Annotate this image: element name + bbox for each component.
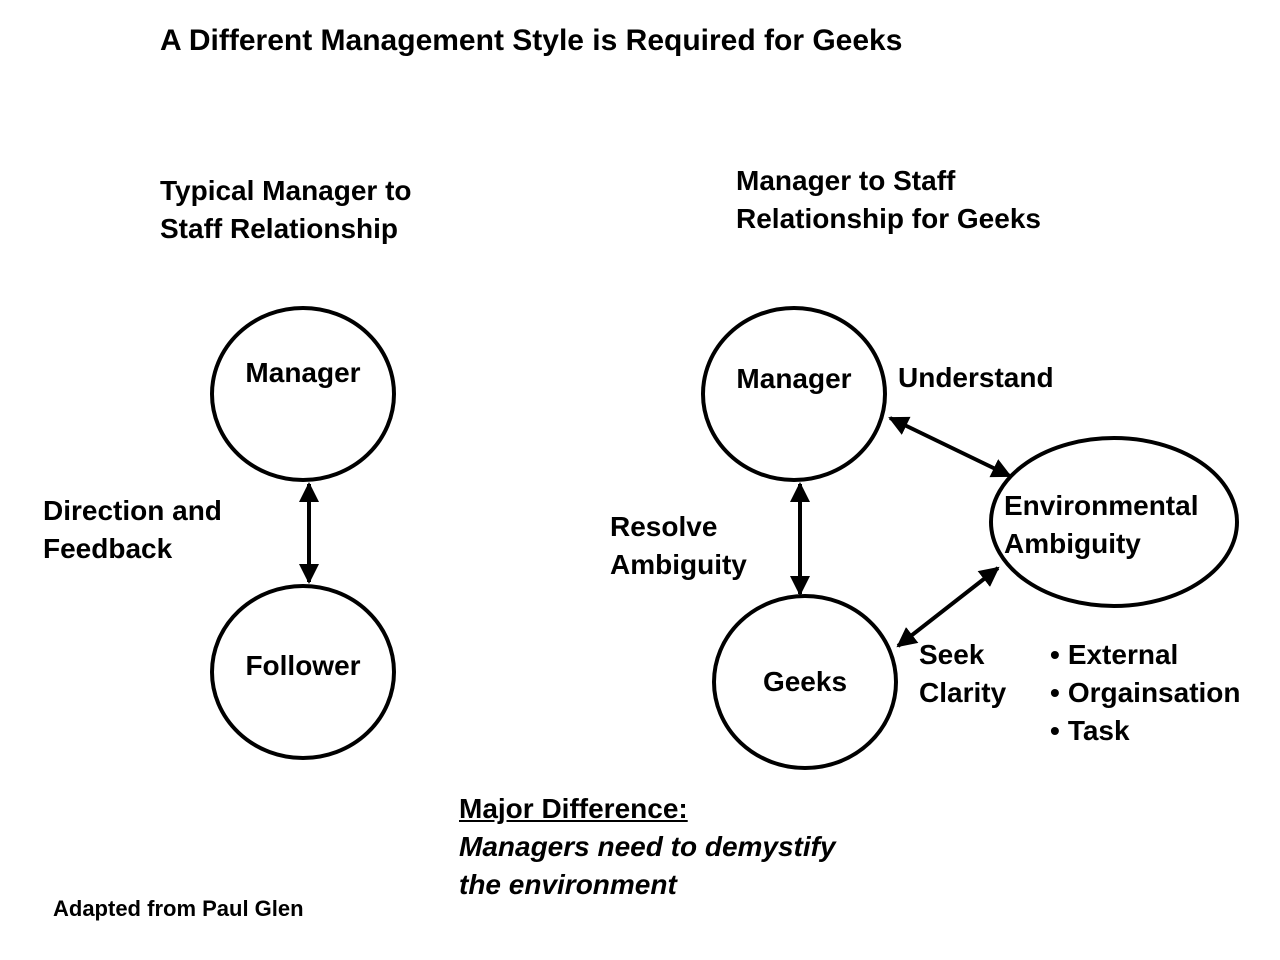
right-geeks-node bbox=[712, 594, 898, 770]
left-follower-node bbox=[210, 584, 396, 760]
page-title: A Different Management Style is Required… bbox=[160, 24, 903, 57]
env-label-line-1: Environmental bbox=[1004, 490, 1199, 521]
seek-label-line-1: Seek bbox=[919, 639, 985, 670]
major-difference-line-2: the environment bbox=[459, 869, 677, 900]
left-follower-label: Follower bbox=[245, 650, 361, 681]
environmental-ambiguity-node bbox=[989, 436, 1239, 608]
bullet-item: Task bbox=[1050, 712, 1241, 750]
left-manager-label: Manager bbox=[245, 357, 361, 388]
right-heading-line-1: Manager to Staff bbox=[736, 165, 956, 196]
right-manager-label: Manager bbox=[736, 363, 852, 394]
bullet-item: Orgainsation bbox=[1050, 674, 1241, 712]
understand-arrow bbox=[888, 416, 1012, 478]
direction-label-line-2: Feedback bbox=[43, 533, 173, 564]
major-difference-line-1: Managers need to demystify bbox=[459, 831, 836, 862]
resolve-label-line-1: Resolve bbox=[610, 511, 718, 542]
credit-text: Adapted from Paul Glen bbox=[53, 896, 304, 921]
seek-label-line-2: Clarity bbox=[919, 677, 1007, 708]
ambiguity-bullet-list: External Orgainsation Task bbox=[1050, 636, 1241, 750]
seek-clarity-arrow bbox=[896, 566, 1000, 648]
right-heading-line-2: Relationship for Geeks bbox=[736, 203, 1041, 234]
understand-label: Understand bbox=[898, 362, 1054, 393]
major-difference-heading: Major Difference: bbox=[459, 793, 688, 824]
direction-label-line-1: Direction and bbox=[43, 495, 222, 526]
resolve-label-line-2: Ambiguity bbox=[610, 549, 747, 580]
env-label-line-2: Ambiguity bbox=[1004, 528, 1141, 559]
bullet-item: External bbox=[1050, 636, 1241, 674]
left-heading-line-2: Staff Relationship bbox=[160, 213, 399, 244]
left-heading-line-1: Typical Manager to bbox=[160, 175, 412, 206]
right-manager-node bbox=[701, 306, 887, 482]
right-geeks-label: Geeks bbox=[762, 666, 848, 697]
left-manager-node bbox=[210, 306, 396, 482]
